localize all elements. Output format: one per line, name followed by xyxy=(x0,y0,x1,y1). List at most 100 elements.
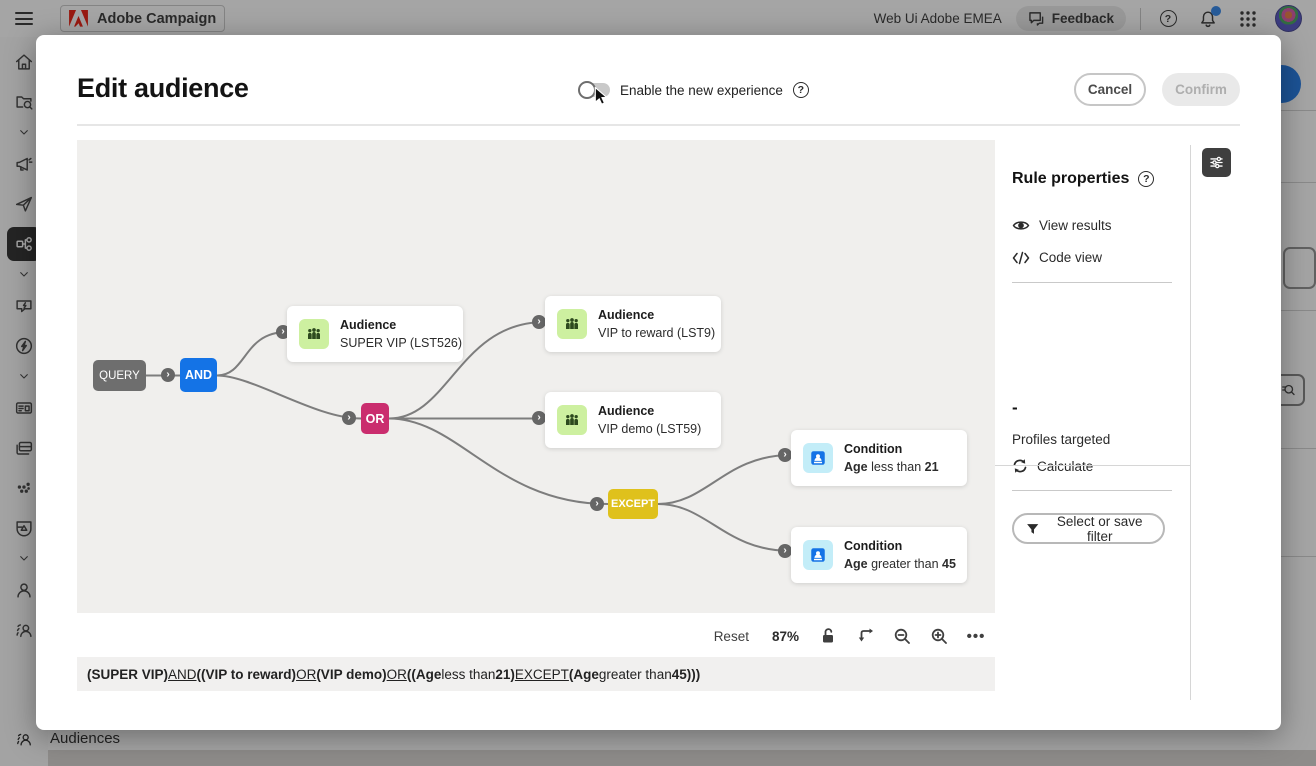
properties-toggle-button[interactable] xyxy=(1202,148,1231,177)
profiles-count-value: - xyxy=(1012,398,1018,417)
audience-card-vip-demo[interactable]: Audience VIP demo (LST59) xyxy=(545,392,721,449)
lock-toggle-button[interactable] xyxy=(814,622,842,650)
background-page-title: Audiences xyxy=(50,730,121,747)
condition-card-age-less-than[interactable]: Condition Age less than 21 xyxy=(791,430,967,487)
app-logo-group: Adobe Campaign xyxy=(60,5,226,32)
reset-button[interactable]: Reset xyxy=(713,628,749,644)
query-node[interactable]: QUERY xyxy=(93,360,146,391)
profiles-person-icon xyxy=(17,583,31,598)
explorer-search-icon xyxy=(16,96,33,110)
help-button[interactable]: ? xyxy=(1155,6,1181,32)
edge-port-chevron-icon[interactable]: › xyxy=(532,315,546,329)
audience-card-super-vip[interactable]: Audience SUPER VIP (LST526) xyxy=(287,306,463,363)
and-operator-node[interactable]: AND xyxy=(180,358,217,392)
zoom-out-button[interactable] xyxy=(888,622,916,650)
edge-port-chevron-icon[interactable]: › xyxy=(276,325,290,339)
confirm-button[interactable]: Confirm xyxy=(1162,73,1240,106)
help-icon: ? xyxy=(1159,10,1177,27)
app-title: Adobe Campaign xyxy=(97,10,217,27)
sidebar-item-content[interactable] xyxy=(7,391,41,425)
edge-port-chevron-icon[interactable]: › xyxy=(161,368,175,382)
sidebar-item-profiles[interactable] xyxy=(7,573,41,607)
feedback-button[interactable]: Feedback xyxy=(1015,6,1126,31)
card-name-label: VIP demo (LST59) xyxy=(598,422,702,437)
app-switcher-button[interactable] xyxy=(1235,6,1261,32)
edge-port-chevron-icon[interactable]: › xyxy=(532,411,546,425)
edge-port-chevron-icon[interactable]: › xyxy=(778,544,792,558)
auto-layout-button[interactable] xyxy=(851,622,879,650)
card-type-label: Audience xyxy=(598,404,655,418)
rule-formula-bar: (SUPER VIP) AND ((VIP to reward) OR (VIP… xyxy=(77,657,995,691)
rule-panel-title: Rule properties xyxy=(1012,170,1130,187)
code-view-button[interactable]: Code view xyxy=(1012,250,1102,265)
condition-card-age-greater-than[interactable]: Condition Age greater than 45 xyxy=(791,527,967,584)
background-content-strip xyxy=(48,750,1316,766)
unlock-icon xyxy=(823,628,833,643)
campaigns-megaphone-icon xyxy=(16,157,33,171)
content-card-icon xyxy=(15,402,33,414)
zoom-in-button[interactable] xyxy=(925,622,953,650)
bell-icon xyxy=(1201,10,1215,27)
modal-title: Edit audience xyxy=(77,73,249,103)
eye-icon xyxy=(1012,221,1030,230)
audience-icon xyxy=(557,309,587,340)
divider xyxy=(1281,310,1316,311)
hamburger-menu-icon[interactable] xyxy=(15,12,33,25)
sidebar-item-integrations[interactable] xyxy=(7,471,41,505)
sidebar-chevron[interactable] xyxy=(7,549,41,567)
sidebar-chevron[interactable] xyxy=(7,265,41,283)
card-type-label: Audience xyxy=(340,318,397,332)
sidebar-item-plans[interactable] xyxy=(7,511,41,545)
divider xyxy=(1281,110,1316,111)
except-operator-node[interactable]: EXCEPT xyxy=(608,489,658,519)
new-experience-toggle[interactable] xyxy=(578,81,610,99)
divider xyxy=(1140,7,1141,30)
sidebar-item-triggers[interactable] xyxy=(7,329,41,363)
view-results-button[interactable]: View results xyxy=(1012,218,1112,233)
edge-port-chevron-icon[interactable]: › xyxy=(590,497,604,511)
more-icon: ••• xyxy=(966,627,986,645)
audiences-people-icon xyxy=(16,624,32,638)
calculate-button[interactable]: Calculate xyxy=(1012,458,1093,474)
divider xyxy=(1281,556,1316,557)
sidebar-chevron[interactable] xyxy=(7,367,41,385)
new-experience-label: Enable the new experience xyxy=(620,82,783,98)
card-type-label: Condition xyxy=(844,539,903,553)
or-operator-node[interactable]: OR xyxy=(361,403,389,434)
edge-port-chevron-icon[interactable]: › xyxy=(778,448,792,462)
code-icon xyxy=(1012,251,1030,264)
toggle-help-icon[interactable]: ? xyxy=(792,82,809,98)
integrations-dots-icon xyxy=(17,482,30,493)
orchestration-icon xyxy=(16,237,32,251)
chevron-down-icon xyxy=(20,556,28,561)
select-or-save-filter-button[interactable]: Select or save filter xyxy=(1012,513,1165,544)
cancel-button[interactable]: Cancel xyxy=(1074,73,1146,106)
plans-badge-icon xyxy=(16,521,32,537)
notifications-button[interactable] xyxy=(1195,5,1221,32)
sidebar-chevron[interactable] xyxy=(7,123,41,141)
sidebar-item-deliveries[interactable] xyxy=(7,187,41,221)
sidebar-item-home[interactable] xyxy=(7,45,41,79)
deliveries-send-icon xyxy=(15,196,33,212)
sidebar-item-orchestration[interactable] xyxy=(7,227,41,261)
zoom-out-icon xyxy=(894,628,910,644)
header-divider xyxy=(77,124,1240,126)
sidebar-item-dialogs[interactable] xyxy=(7,289,41,323)
audience-card-vip-to-reward[interactable]: Audience VIP to reward (LST9) xyxy=(545,296,721,353)
sidebar-item-campaigns[interactable] xyxy=(7,147,41,181)
sidebar-item-explorer[interactable] xyxy=(7,85,41,119)
more-options-button[interactable]: ••• xyxy=(962,622,990,650)
profiles-targeted-label: Profiles targeted xyxy=(1012,432,1111,447)
sidebar-item-audiences[interactable] xyxy=(7,613,41,647)
card-condition-label: Age greater than 45 xyxy=(844,557,956,572)
card-name-label: SUPER VIP (LST526) xyxy=(340,336,463,351)
edge-port-chevron-icon[interactable]: › xyxy=(342,411,356,425)
avatar[interactable] xyxy=(1275,5,1302,32)
rule-properties-help-icon[interactable]: ? xyxy=(1138,171,1155,187)
refresh-icon xyxy=(1013,459,1027,473)
home-icon xyxy=(15,54,33,70)
panel-divider xyxy=(1190,145,1191,700)
sidebar-item-templates[interactable] xyxy=(7,431,41,465)
dialogs-chat-icon xyxy=(16,300,32,313)
rule-graph-canvas[interactable]: QUERY AND OR EXCEPT › › › › › › › › Audi… xyxy=(77,140,995,613)
